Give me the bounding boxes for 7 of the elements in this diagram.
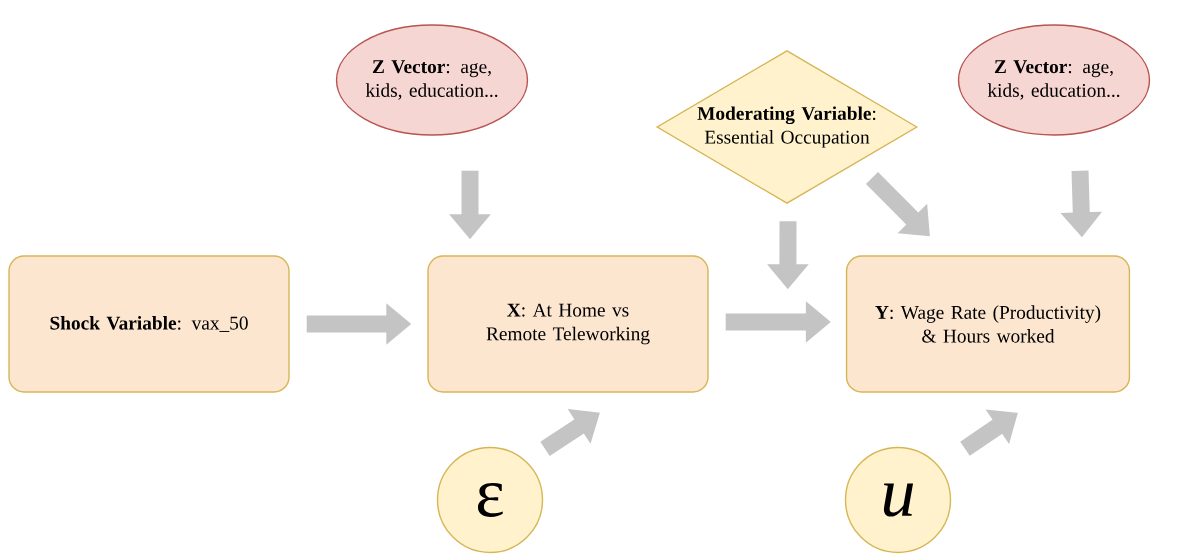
ellipse-node: Z Vector: age, kids, education... xyxy=(957,24,1151,136)
circle-node: u xyxy=(844,446,952,554)
circle-node: ε xyxy=(436,446,544,554)
ellipse-node: Z Vector: age, kids, education... xyxy=(335,24,529,136)
process-box: Shock Variable: vax_50 xyxy=(8,255,290,393)
process-box: Y: Wage Rate (Productivity) & Hours worked xyxy=(845,255,1131,393)
process-box: X: At Home vs Remote Teleworking xyxy=(427,255,709,393)
